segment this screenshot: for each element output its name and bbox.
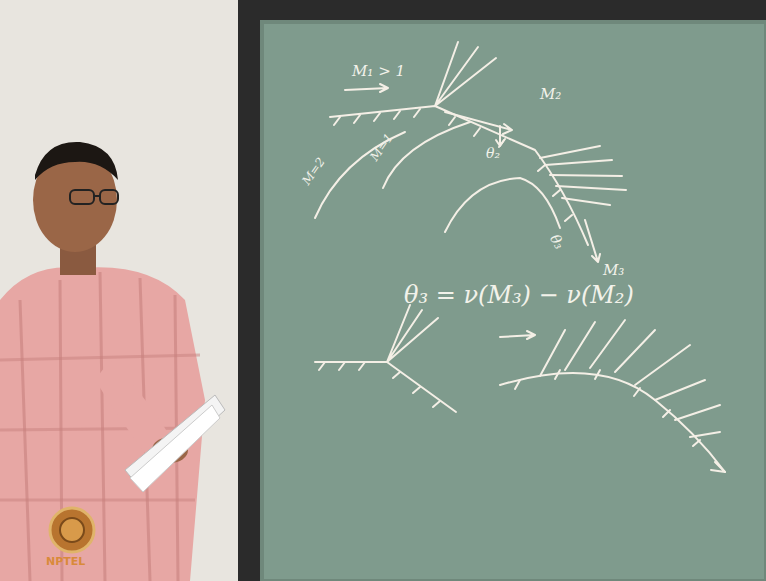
mach-label: M₃ <box>603 262 624 279</box>
angle-label: θ₂ <box>486 146 500 161</box>
mach-label: M₂ <box>540 86 561 103</box>
mach-label: M₁ > 1 <box>352 63 405 80</box>
watermark: NPTEL <box>46 556 85 568</box>
equation: θ₃ = ν(M₃) − ν(M₂) <box>404 282 634 308</box>
